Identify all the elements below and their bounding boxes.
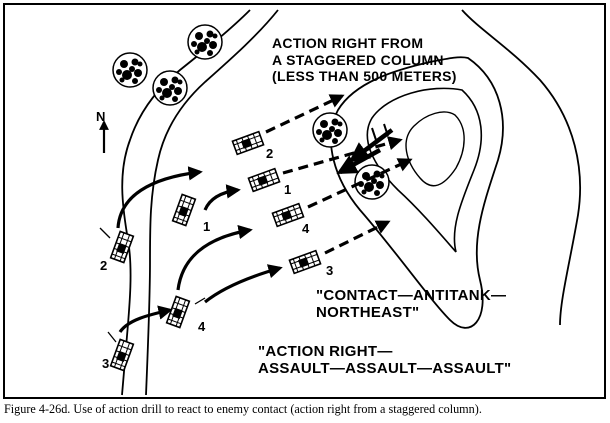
- contour-outer: [461, 9, 581, 326]
- enemy-position-tree-icon: [312, 112, 348, 148]
- tank-icon: [231, 130, 265, 156]
- move-arrow: [118, 305, 173, 333]
- assault-arrow: [265, 94, 345, 134]
- drill-title-line: (LESS THAN 500 METERS): [272, 68, 457, 84]
- north-label: N: [96, 109, 106, 124]
- tank-icon: [247, 167, 281, 193]
- drill-title-line: ACTION RIGHT FROM: [272, 35, 424, 51]
- column-tank-number: 4: [198, 319, 206, 334]
- contact-report-line: NORTHEAST": [316, 304, 420, 321]
- drill-title: ACTION RIGHT FROM A STAGGERED COLUMN (LE…: [272, 35, 457, 85]
- contour-hill-3: [405, 111, 465, 187]
- move-arrow: [116, 166, 203, 229]
- column-tank-number: 2: [100, 258, 108, 273]
- move-arrow: [204, 264, 283, 304]
- contour-hill-1: [330, 56, 504, 329]
- contact-report: "CONTACT—ANTITANK— NORTHEAST": [316, 287, 506, 321]
- tank-icon: [109, 338, 135, 372]
- action-command-line: ASSAULT—ASSAULT—ASSAULT": [258, 360, 512, 377]
- column-tank-number: 3: [102, 356, 110, 371]
- tree-icon: [152, 70, 188, 106]
- tree-icon: [187, 24, 223, 60]
- assault-arrow: [324, 220, 391, 255]
- action-command-line: "ACTION RIGHT—: [258, 343, 393, 360]
- move-arrow: [176, 224, 253, 291]
- contour-hill-2: [366, 87, 483, 253]
- figure-frame: [3, 3, 606, 399]
- tank-icon: [271, 202, 305, 228]
- enemy-fire-arrow: [348, 128, 394, 163]
- tank-icon: [288, 249, 322, 275]
- line-tank-number: 4: [302, 221, 310, 236]
- line-tank-number: 2: [266, 146, 274, 161]
- figure-caption: Figure 4-26d. Use of action drill to rea…: [4, 402, 482, 416]
- drill-title-line: A STAGGERED COLUMN: [272, 51, 444, 68]
- road-edge-right: [145, 9, 279, 396]
- tank-icon: [171, 193, 197, 227]
- tree-icon: [112, 52, 148, 88]
- action-command: "ACTION RIGHT— ASSAULT—ASSAULT—ASSAULT": [258, 343, 511, 377]
- assault-arrow: [307, 158, 413, 209]
- column-tank-number: 1: [203, 219, 211, 234]
- assault-arrow: [282, 136, 403, 175]
- line-tank-number: 1: [284, 182, 292, 197]
- enemy-fire-arrow: [336, 148, 382, 174]
- contact-report-line: "CONTACT—ANTITANK—: [316, 287, 507, 304]
- tank-icon: [165, 295, 191, 329]
- move-arrow: [203, 184, 241, 211]
- terrain-diagram: [99, 9, 581, 396]
- line-tank-number: 3: [326, 263, 334, 278]
